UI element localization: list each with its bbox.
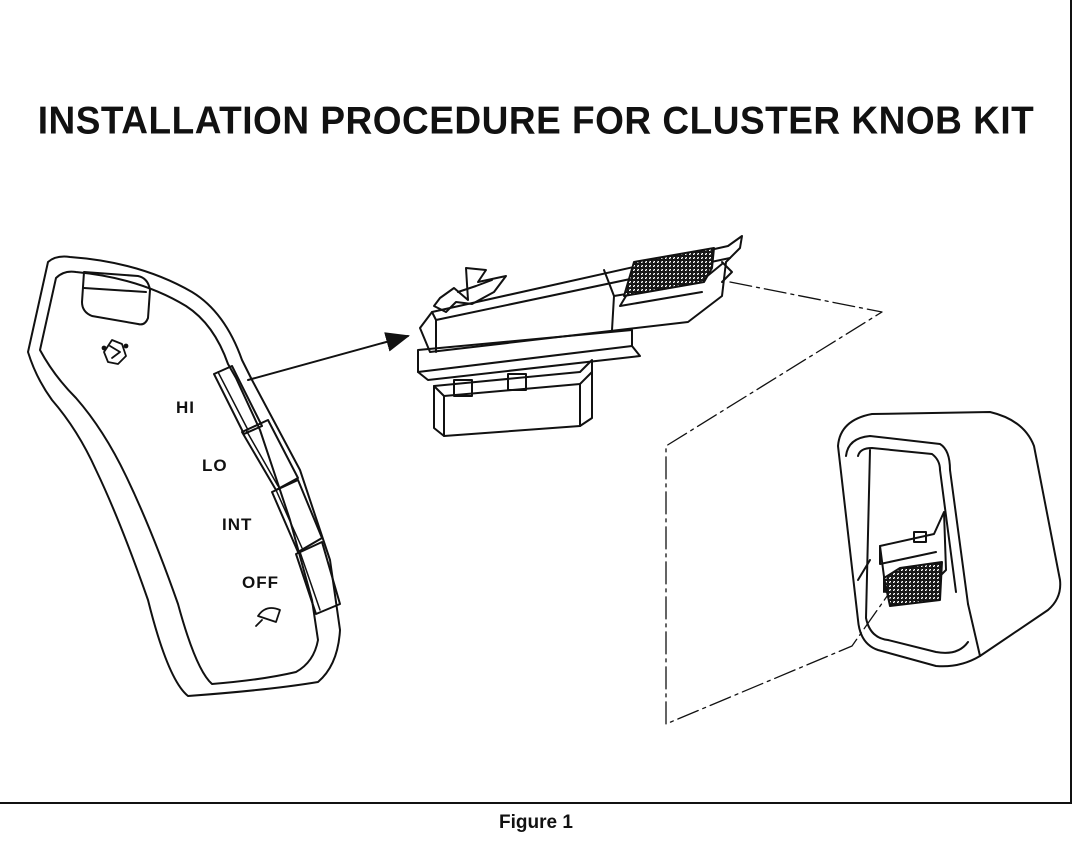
cluster-switch-handle: HI LO INT OFF [27, 255, 341, 697]
figure-frame [0, 0, 1072, 804]
handle-top-button [81, 271, 151, 326]
module-hatched-window [623, 247, 715, 297]
figure-title: INSTALLATION PROCEDURE FOR CLUSTER KNOB … [37, 98, 1035, 142]
switch-module [417, 235, 743, 437]
switch-button-int [271, 479, 323, 553]
wiper-icon [255, 607, 281, 627]
label-lo: LO [202, 456, 228, 475]
install-arrow [247, 332, 410, 381]
handle-outer-outline [27, 255, 341, 697]
handle-inner-outline [39, 270, 319, 685]
switch-button-off [295, 541, 341, 615]
leader-line [665, 281, 891, 725]
module-connector [433, 359, 593, 437]
label-off: OFF [242, 573, 279, 592]
label-int: INT [222, 515, 252, 534]
switch-button-lo [241, 419, 299, 491]
label-hi: HI [176, 398, 195, 417]
knob-cap-outer [837, 411, 1062, 668]
figure-caption: Figure 1 [499, 812, 573, 833]
module-latch-clip [433, 267, 507, 313]
switch-button-hi [213, 365, 263, 435]
washer-icon [101, 339, 129, 365]
knob-cap [837, 411, 1062, 668]
knob-cap-rim [845, 435, 969, 605]
module-top-slab [419, 235, 743, 353]
